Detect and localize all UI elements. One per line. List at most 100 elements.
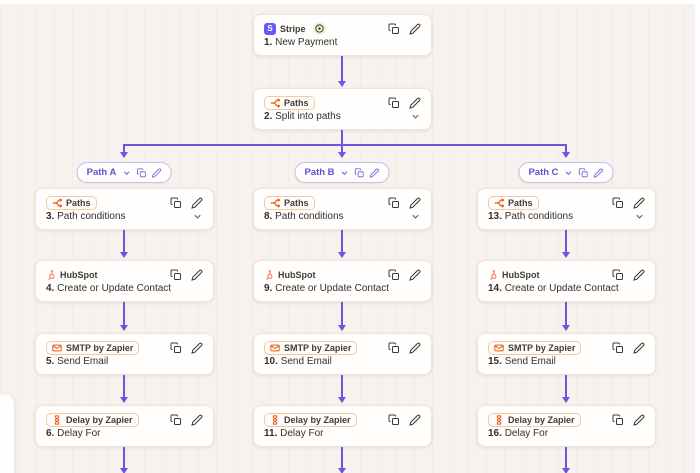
step-card[interactable]: Delay by Zapier 16. Delay For bbox=[477, 405, 656, 447]
app-label: Paths bbox=[66, 197, 91, 208]
edit-pencil-button[interactable] bbox=[409, 197, 421, 209]
copy-button[interactable] bbox=[170, 269, 182, 281]
edit-pencil-button[interactable] bbox=[191, 197, 203, 209]
step-title: 9. Create or Update Contact bbox=[264, 283, 389, 294]
chevron-down-icon[interactable] bbox=[121, 168, 131, 178]
copy-button[interactable] bbox=[612, 414, 624, 426]
path-pill[interactable]: Path C bbox=[518, 162, 614, 183]
edit-pencil-button[interactable] bbox=[409, 97, 421, 109]
step-title: 5. Send Email bbox=[46, 356, 108, 367]
copy-icon[interactable] bbox=[578, 167, 589, 178]
step-title: 6. Delay For bbox=[46, 428, 100, 439]
copy-button[interactable] bbox=[388, 342, 400, 354]
app-badge: Paths bbox=[46, 195, 97, 210]
chevron-down-icon[interactable] bbox=[634, 211, 645, 222]
edit-pencil-icon[interactable] bbox=[151, 167, 161, 178]
edit-pencil-button[interactable] bbox=[633, 342, 645, 354]
step-card-title-row: 4. Create or Update Contact bbox=[46, 282, 203, 295]
step-card[interactable]: Delay by Zapier 11. Delay For bbox=[253, 405, 432, 447]
edit-pencil-button[interactable] bbox=[191, 269, 203, 281]
connector-line bbox=[341, 144, 343, 152]
trigger-card[interactable]: S Stripe 1. New Payment bbox=[253, 14, 432, 56]
card-actions bbox=[388, 342, 421, 354]
path-pill[interactable]: Path B bbox=[294, 162, 390, 183]
chevron-down-icon[interactable] bbox=[564, 168, 574, 178]
app-label: HubSpot bbox=[502, 269, 540, 280]
chevron-down-icon[interactable] bbox=[340, 168, 350, 178]
card-actions bbox=[612, 197, 645, 209]
copy-button[interactable] bbox=[170, 342, 182, 354]
step-card-header: HubSpot bbox=[264, 267, 421, 282]
card-actions bbox=[388, 269, 421, 281]
copy-button[interactable] bbox=[388, 197, 400, 209]
path-pill[interactable]: Path A bbox=[76, 162, 172, 183]
chevron-down-icon[interactable] bbox=[192, 211, 203, 222]
copy-button[interactable] bbox=[612, 197, 624, 209]
copy-icon[interactable] bbox=[136, 167, 146, 178]
copy-button[interactable] bbox=[388, 97, 400, 109]
step-number: 10. bbox=[264, 356, 278, 367]
step-card[interactable]: Paths 13. Path conditions bbox=[477, 188, 656, 230]
delay-hourglass-icon bbox=[270, 414, 280, 425]
step-title: 10. Send Email bbox=[264, 356, 332, 367]
step-card-title-row: 16. Delay For bbox=[488, 427, 645, 440]
step-card-header: Paths bbox=[264, 195, 421, 210]
step-card[interactable]: SMTP by Zapier 15. Send Email bbox=[477, 333, 656, 375]
copy-button[interactable] bbox=[612, 342, 624, 354]
edit-pencil-button[interactable] bbox=[633, 414, 645, 426]
step-number: 6. bbox=[46, 428, 55, 439]
step-card[interactable]: SMTP by Zapier 10. Send Email bbox=[253, 333, 432, 375]
step-card-header: SMTP by Zapier bbox=[488, 340, 645, 355]
step-title-text: Delay For bbox=[280, 428, 324, 439]
copy-button[interactable] bbox=[170, 414, 182, 426]
copy-button[interactable] bbox=[388, 23, 400, 35]
copy-button[interactable] bbox=[612, 269, 624, 281]
app-badge: Delay by Zapier bbox=[488, 412, 581, 427]
step-title: 15. Send Email bbox=[488, 356, 556, 367]
step-card[interactable]: Paths 3. Path conditions bbox=[35, 188, 214, 230]
copy-button[interactable] bbox=[388, 269, 400, 281]
step-number: 11. bbox=[264, 428, 278, 439]
trigger-card-title-row: 1. New Payment bbox=[264, 36, 421, 49]
step-card[interactable]: HubSpot 14. Create or Update Contact bbox=[477, 260, 656, 302]
copy-icon[interactable] bbox=[354, 167, 365, 178]
step-card[interactable]: HubSpot 9. Create or Update Contact bbox=[253, 260, 432, 302]
step-card-header: Paths bbox=[488, 195, 645, 210]
copy-button[interactable] bbox=[170, 197, 182, 209]
step-title-text: Path conditions bbox=[275, 211, 344, 222]
step-number: 14. bbox=[488, 283, 502, 294]
edit-pencil-button[interactable] bbox=[191, 414, 203, 426]
edit-pencil-icon[interactable] bbox=[593, 167, 604, 178]
edit-pencil-button[interactable] bbox=[409, 414, 421, 426]
edit-pencil-button[interactable] bbox=[409, 342, 421, 354]
edit-pencil-button[interactable] bbox=[409, 269, 421, 281]
edit-pencil-icon[interactable] bbox=[369, 167, 380, 178]
edit-pencil-button[interactable] bbox=[409, 23, 421, 35]
step-card-header: Delay by Zapier bbox=[264, 412, 421, 427]
trigger-card-header: S Stripe bbox=[264, 21, 421, 36]
edit-pencil-button[interactable] bbox=[633, 197, 645, 209]
cutoff-panel-corner bbox=[0, 394, 14, 473]
card-actions bbox=[170, 269, 203, 281]
edit-pencil-button[interactable] bbox=[633, 269, 645, 281]
app-label: Delay by Zapier bbox=[508, 414, 575, 425]
chevron-down-icon[interactable] bbox=[410, 211, 421, 222]
connector-line bbox=[123, 144, 125, 152]
app-badge: Paths bbox=[264, 95, 315, 110]
step-title: 2. Split into paths bbox=[264, 111, 341, 122]
step-card[interactable]: HubSpot 4. Create or Update Contact bbox=[35, 260, 214, 302]
connector-arrowhead bbox=[119, 152, 128, 158]
chevron-down-icon[interactable] bbox=[410, 111, 421, 122]
step-title: 16. Delay For bbox=[488, 428, 548, 439]
step-card[interactable]: SMTP by Zapier 5. Send Email bbox=[35, 333, 214, 375]
step-title-text: Create or Update Contact bbox=[275, 283, 390, 294]
split-paths-card[interactable]: Paths 2. Split into paths bbox=[253, 88, 432, 130]
path-pill-label: Path A bbox=[86, 167, 117, 178]
split-card-title-row: 2. Split into paths bbox=[264, 110, 421, 123]
step-card[interactable]: Delay by Zapier 6. Delay For bbox=[35, 405, 214, 447]
edit-pencil-button[interactable] bbox=[191, 342, 203, 354]
step-number: 15. bbox=[488, 356, 502, 367]
step-card[interactable]: Paths 8. Path conditions bbox=[253, 188, 432, 230]
copy-button[interactable] bbox=[388, 414, 400, 426]
app-badge: S Stripe bbox=[264, 22, 326, 35]
